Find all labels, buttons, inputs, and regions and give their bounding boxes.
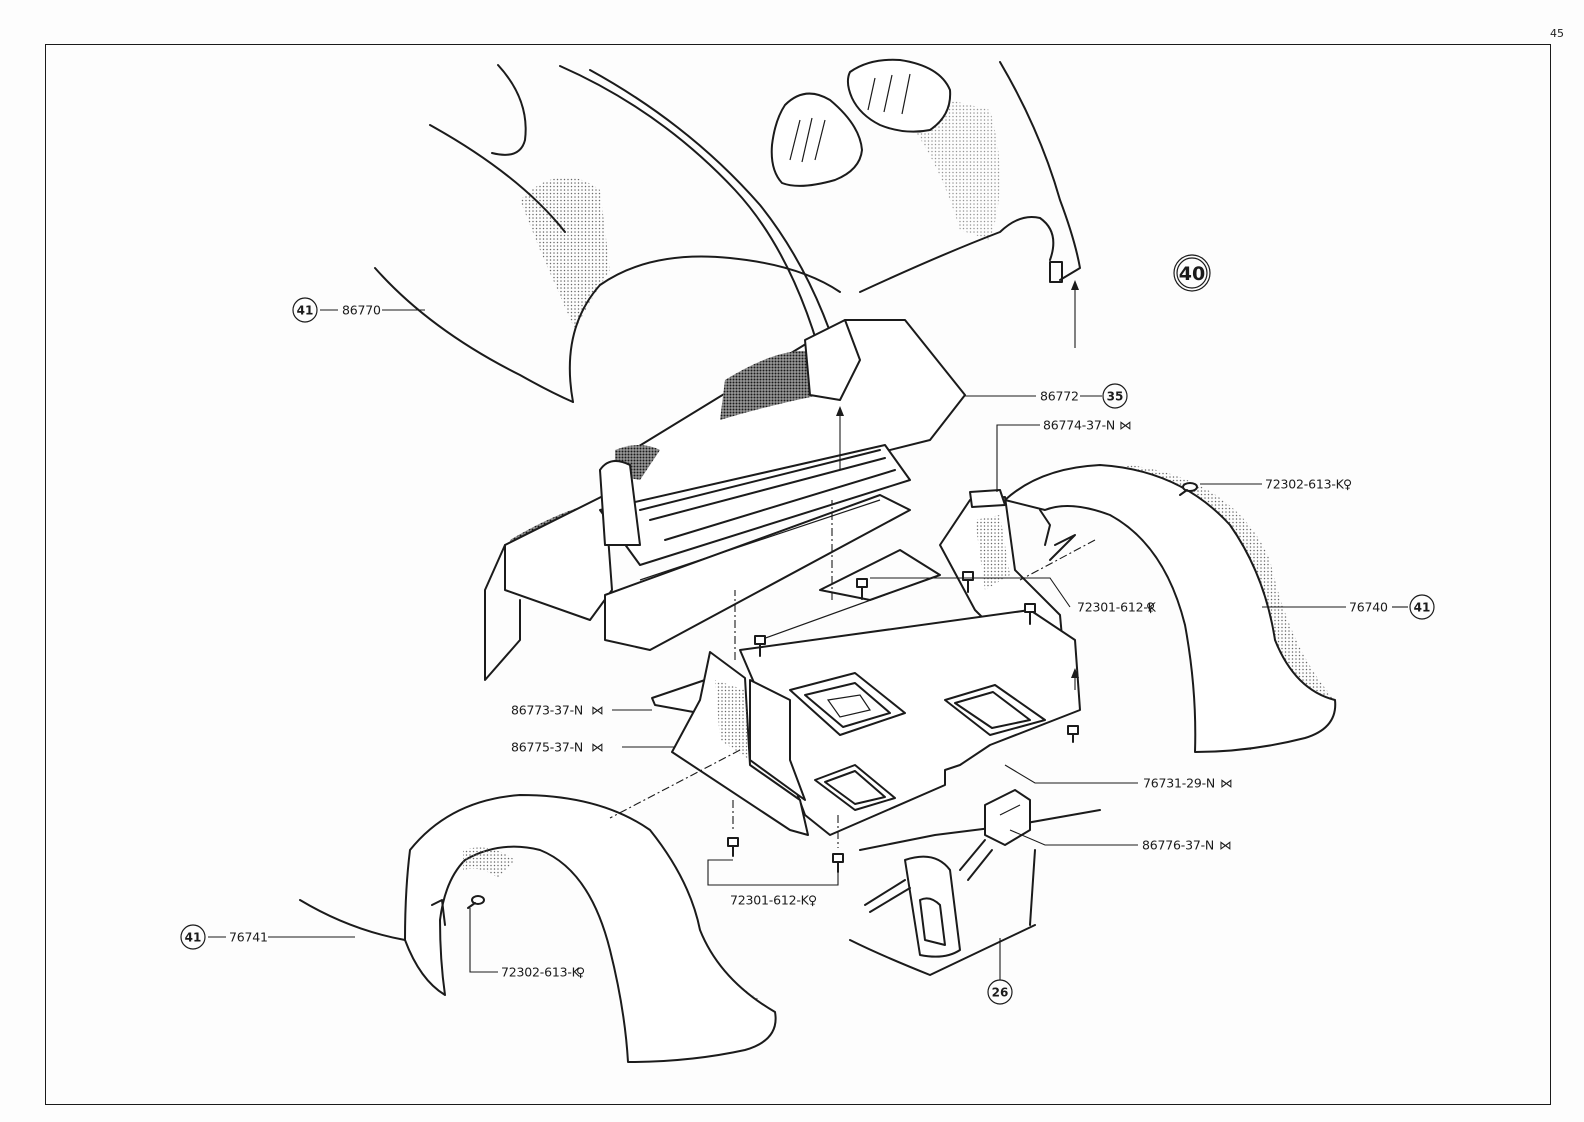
- bowtie-icon: ⋈: [1220, 776, 1232, 791]
- part-number-72301-612-K: 72301-612-K: [730, 893, 810, 908]
- screw-icon: [857, 579, 867, 599]
- screw-icon: [1068, 726, 1078, 742]
- assembly-marker-40: 40: [1174, 255, 1210, 291]
- female-symbol-icon: ♀: [1343, 477, 1352, 492]
- part-number-86772: 86772: [1040, 389, 1079, 404]
- rear-tray-86772: [485, 320, 965, 680]
- callout-86774: 86774-37-N ⋈: [1043, 418, 1131, 433]
- callout-72302-bottom: 72302-613-K ♀: [501, 965, 585, 980]
- callout-86773: 86773-37-N ⋈: [511, 703, 603, 718]
- ref-circle-41: 41: [185, 931, 202, 945]
- bowtie-icon: ⋈: [1219, 838, 1231, 853]
- part-number-72302-613-K: 72302-613-K: [1265, 477, 1345, 492]
- female-symbol-icon: ♀: [808, 893, 817, 908]
- bowtie-icon: ⋈: [591, 703, 603, 718]
- bowtie-icon: ⋈: [591, 740, 603, 755]
- callout-76731: 76731-29-N ⋈: [1143, 776, 1232, 791]
- female-symbol-icon: ♀: [1146, 600, 1155, 615]
- callout-76740: 76740 41: [1349, 595, 1434, 619]
- ref-circle-41: 41: [297, 304, 314, 318]
- fender-left-76741: [300, 795, 776, 1062]
- part-number-86770: 86770: [342, 303, 381, 318]
- part-number-76741: 76741: [229, 930, 268, 945]
- callout-72301-bottom: 72301-612-K ♀: [730, 893, 817, 908]
- part-number-86775-37-N: 86775-37-N: [511, 740, 583, 755]
- part-number-86776-37-N: 86776-37-N: [1142, 838, 1214, 853]
- bowtie-icon: ⋈: [1119, 418, 1131, 433]
- part-number-72301-612-K: 72301-612-K: [1077, 600, 1157, 615]
- part-number-86773-37-N: 86773-37-N: [511, 703, 583, 718]
- callout-86775: 86775-37-N ⋈: [511, 740, 603, 755]
- female-symbol-icon: ♀: [576, 965, 585, 980]
- screw-icon: [468, 896, 484, 908]
- part-number-76740: 76740: [1349, 600, 1388, 615]
- part-number-86774-37-N: 86774-37-N: [1043, 418, 1115, 433]
- screw-icon: [728, 838, 738, 856]
- part-number-72302-613-K: 72302-613-K: [501, 965, 581, 980]
- body-shell-86770: [375, 60, 1080, 402]
- callout-26: 26: [988, 980, 1012, 1004]
- ref-circle-26: 26: [992, 986, 1009, 1000]
- callout-72302-top: 72302-613-K ♀: [1265, 477, 1352, 492]
- screw-icon: [833, 854, 843, 872]
- part-number-76731-29-N: 76731-29-N: [1143, 776, 1215, 791]
- callout-72301-right: 72301-612-K ♀: [1077, 600, 1157, 615]
- assembly-number: 40: [1179, 263, 1205, 285]
- fuel-tank-26: [850, 790, 1100, 975]
- ref-circle-41: 41: [1414, 601, 1431, 615]
- ref-circle-35: 35: [1107, 390, 1124, 404]
- callout-86776: 86776-37-N ⋈: [1142, 838, 1231, 853]
